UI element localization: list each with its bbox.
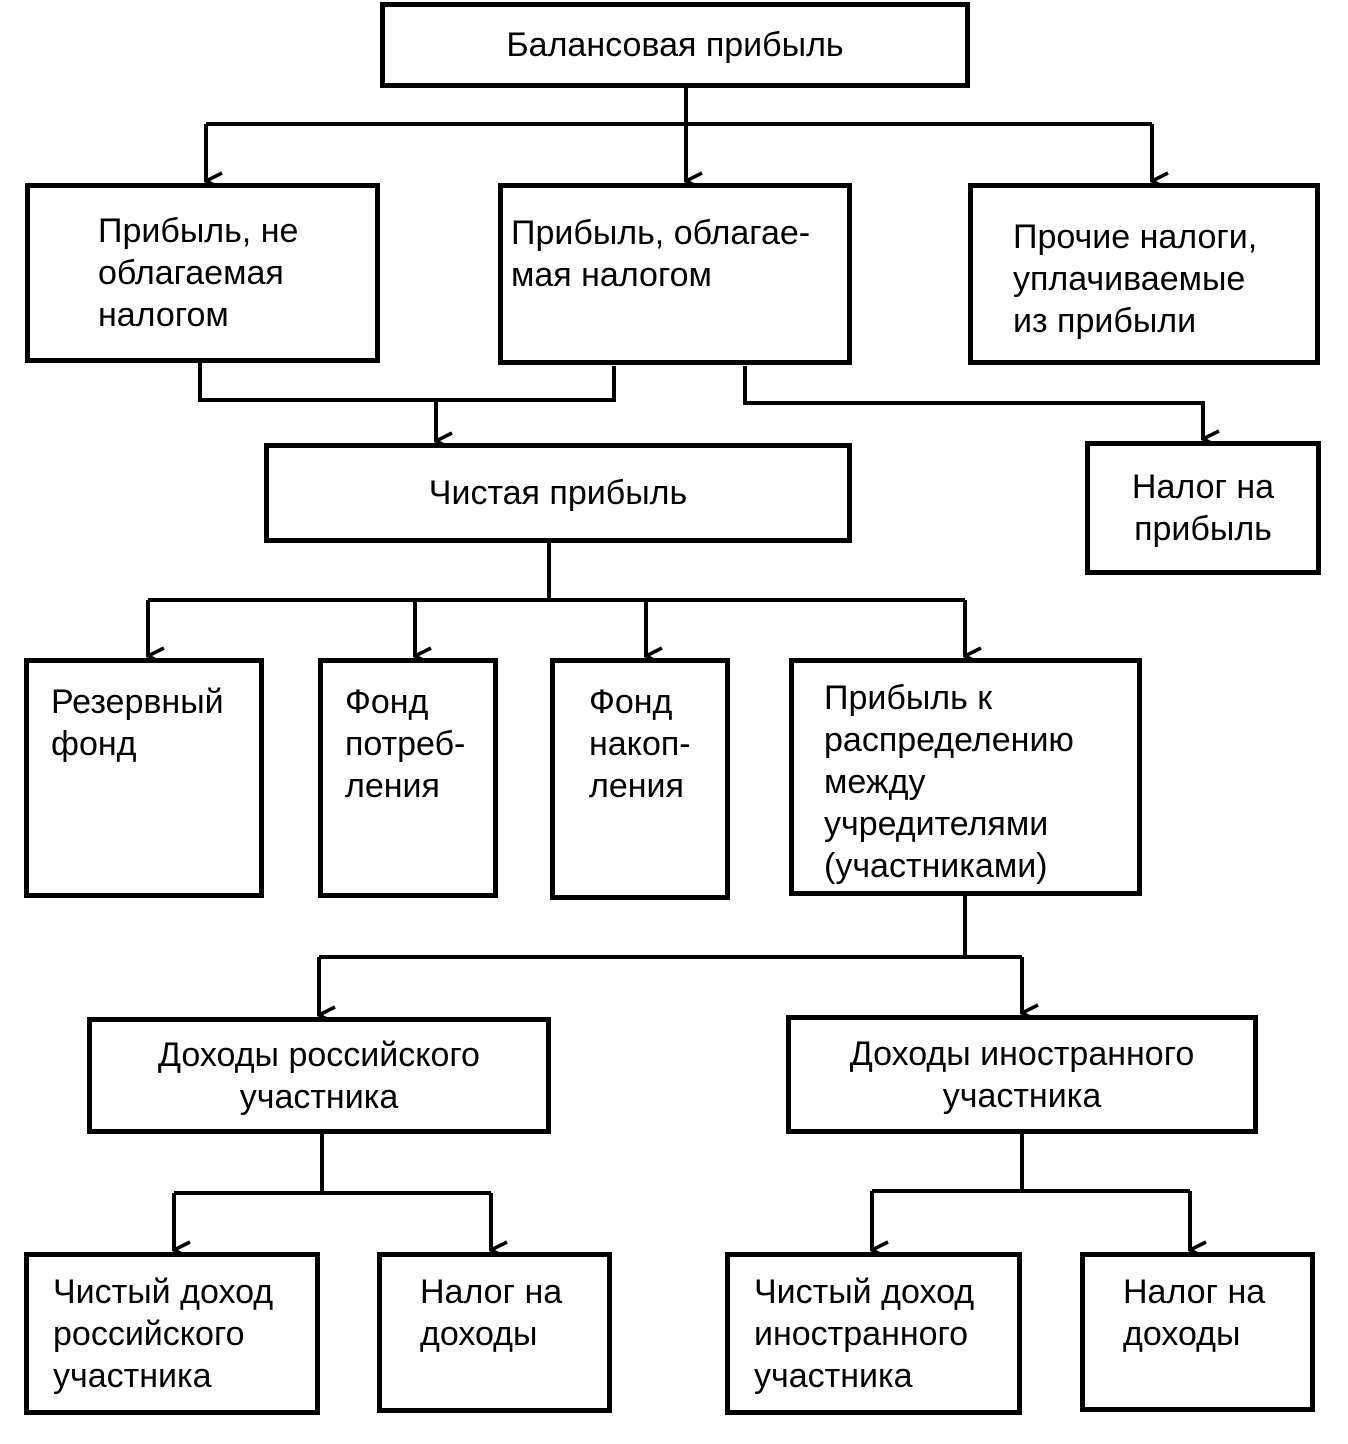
node-foreign-income-label: Доходы иностранного участника	[849, 1034, 1195, 1115]
node-russian-income-tax: Налог на доходы	[377, 1252, 612, 1413]
node-accumulation-fund-label: Фонд накоп- ления	[589, 683, 691, 805]
node-other-taxes: Прочие налоги, уплачиваемые из прибыли	[968, 183, 1320, 365]
node-distribution-profit: Прибыль к распределению между учредителя…	[789, 658, 1142, 896]
arrow-to-profit-tax	[743, 366, 1203, 439]
node-net-profit-label: Чистая прибыль	[428, 474, 688, 512]
node-consumption-fund: Фонд потреб- ления	[318, 658, 498, 898]
node-untaxed-profit: Прибыль, не облагаемая налогом	[25, 183, 380, 363]
node-consumption-fund-label: Фонд потреб- ления	[345, 683, 466, 805]
node-foreign-income-tax-label: Налог на доходы	[1123, 1273, 1266, 1353]
node-reserve-fund-label: Резервный фонд	[51, 683, 224, 763]
node-russian-net-income: Чистый доход российского участника	[24, 1252, 320, 1415]
connector-untaxed-down	[198, 362, 616, 402]
node-russian-income-tax-label: Налог на доходы	[420, 1273, 563, 1353]
node-untaxed-profit-label: Прибыль, не облагаемая налогом	[98, 212, 299, 334]
node-foreign-income-tax: Налог на доходы	[1080, 1252, 1315, 1412]
node-reserve-fund: Резервный фонд	[24, 658, 264, 898]
node-profit-tax: Налог на прибыль	[1085, 441, 1321, 575]
node-other-taxes-label: Прочие налоги, уплачиваемые из прибыли	[1013, 218, 1258, 340]
node-profit-tax-label: Налог на прибыль	[1131, 468, 1275, 548]
node-russian-income: Доходы российского участника	[87, 1017, 551, 1134]
node-balance-profit-label: Балансовая прибыль	[506, 26, 844, 64]
node-taxed-profit: Прибыль, облагае- мая налогом	[498, 183, 852, 365]
node-russian-income-label: Доходы российского участника	[158, 1035, 480, 1116]
node-foreign-net-income: Чистый доход иностранного участника	[725, 1252, 1022, 1415]
node-distribution-profit-label: Прибыль к распределению между учредителя…	[824, 679, 1074, 885]
node-accumulation-fund: Фонд накоп- ления	[550, 658, 730, 900]
node-taxed-profit-label: Прибыль, облагае- мая налогом	[511, 214, 811, 294]
node-foreign-income: Доходы иностранного участника	[786, 1015, 1258, 1134]
node-balance-profit: Балансовая прибыль	[380, 2, 970, 88]
node-foreign-net-income-label: Чистый доход иностранного участника	[754, 1273, 975, 1395]
node-net-profit: Чистая прибыль	[264, 443, 852, 543]
node-russian-net-income-label: Чистый доход российского участника	[53, 1273, 274, 1395]
